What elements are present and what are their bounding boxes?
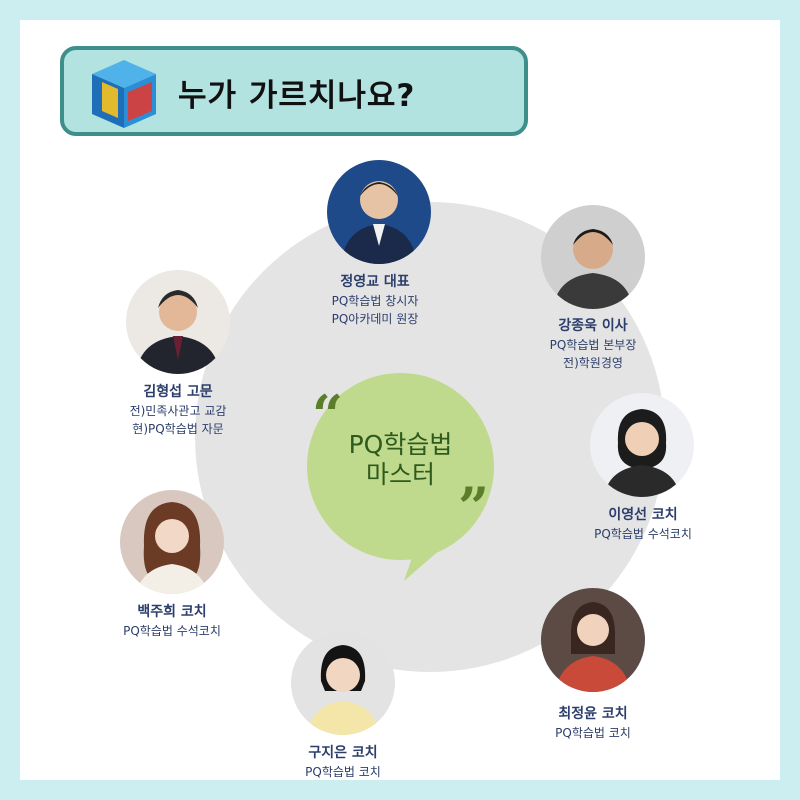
- person-photo-choi: [541, 588, 645, 692]
- person-card-jung: 정영교 대표 PQ학습법 창시자 PQ아카데미 원장: [275, 272, 475, 328]
- person-card-koo: 구지은 코치 PQ학습법 코치: [243, 743, 443, 781]
- page-title: 누가 가르치나요?: [178, 78, 416, 114]
- person-role: PQ학습법 코치: [305, 765, 381, 779]
- center-title-line1: PQ학습법: [348, 430, 453, 459]
- person-card-lee: 이영선 코치 PQ학습법 수석코치: [543, 505, 743, 543]
- person-name: 백주희 코치: [137, 604, 207, 620]
- person-name: 강종욱 이사: [558, 318, 628, 334]
- person-name: 이영선 코치: [608, 507, 678, 523]
- person-photo-baek: [120, 490, 224, 594]
- person-role: 전)학원경영: [563, 356, 623, 370]
- person-name: 최정윤 코치: [558, 706, 628, 722]
- person-role: PQ학습법 수석코치: [123, 624, 221, 638]
- open-quote-mark: “: [312, 383, 344, 447]
- person-role: PQ학습법 창시자: [331, 294, 419, 308]
- person-photo-kim: [126, 270, 230, 374]
- person-role: 전)민족사관고 교감: [129, 404, 227, 418]
- person-name: 김형섭 고문: [143, 384, 213, 400]
- person-card-baek: 백주희 코치 PQ학습법 수석코치: [72, 602, 272, 640]
- person-photo-jung: [327, 160, 431, 264]
- person-card-kim: 김형섭 고문 전)민족사관고 교감 현)PQ학습법 자문: [78, 382, 278, 438]
- person-role: PQ학습법 수석코치: [594, 527, 692, 541]
- person-card-kang: 강종욱 이사 PQ학습법 본부장 전)학원경영: [493, 316, 693, 372]
- person-photo-lee: [590, 393, 694, 497]
- person-photo-kang: [541, 205, 645, 309]
- center-title: PQ학습법 마스터: [307, 430, 494, 490]
- person-name: 정영교 대표: [340, 274, 410, 290]
- page-header: 누가 가르치나요?: [60, 46, 528, 136]
- person-photo-koo: [291, 631, 395, 735]
- person-card-choi: 최정윤 코치 PQ학습법 코치: [493, 704, 693, 742]
- person-role: PQ아카데미 원장: [331, 312, 419, 326]
- close-quote-mark: ”: [458, 475, 490, 539]
- person-role: PQ학습법 본부장: [549, 338, 637, 352]
- center-title-line2: 마스터: [365, 460, 435, 489]
- person-role: PQ학습법 코치: [555, 726, 631, 740]
- person-role: 현)PQ학습법 자문: [132, 422, 224, 436]
- person-name: 구지은 코치: [308, 745, 378, 761]
- tw-cube-logo-icon: [92, 60, 156, 128]
- speech-bubble-tail: [404, 505, 480, 581]
